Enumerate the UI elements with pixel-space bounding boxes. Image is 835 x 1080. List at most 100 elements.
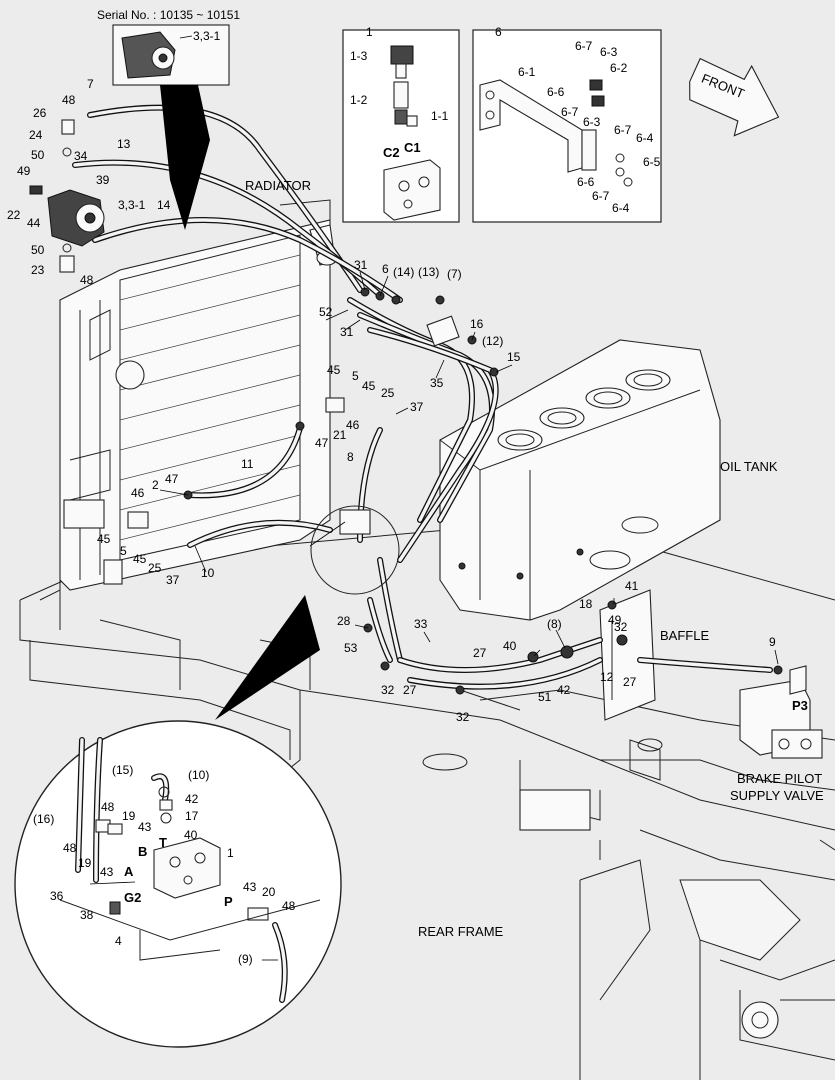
detail-label-19: 4 xyxy=(115,934,122,948)
oil-tank-label: OIL TANK xyxy=(720,459,778,474)
detail-label-11: T xyxy=(159,835,167,850)
label-pump-8: 39 xyxy=(96,173,110,187)
callout-4: (7) xyxy=(447,267,462,281)
callout-43: 49 xyxy=(608,613,622,627)
box6-part-h: 6-7 xyxy=(614,123,632,137)
detail-label-2: 42 xyxy=(185,792,199,806)
box6-part-f: 6-7 xyxy=(561,105,579,119)
label-pump-1: 26 xyxy=(33,106,47,120)
detail-label-10: B xyxy=(138,844,147,859)
oil-tank-drawing xyxy=(439,339,721,621)
callout-3: (13) xyxy=(418,265,439,279)
detail-label-0: (15) xyxy=(112,763,133,777)
radiator-label: RADIATOR xyxy=(245,178,311,193)
callout-41: 41 xyxy=(625,579,639,593)
callout-26: 45 xyxy=(133,552,147,566)
front-arrow: FRONT xyxy=(689,57,780,137)
callout-36: 32 xyxy=(456,710,470,724)
callout-8: (12) xyxy=(482,334,503,348)
callout-33: 27 xyxy=(473,646,487,660)
callout-40: 42 xyxy=(557,683,571,697)
label-pump-14: 23 xyxy=(31,263,45,277)
pump-assembly xyxy=(29,119,105,273)
detail-label-15: A xyxy=(124,864,134,879)
p3-label: P3 xyxy=(792,698,808,713)
leader-lines xyxy=(159,271,779,665)
label-pump-7: 49 xyxy=(17,164,31,178)
box6-part-a: 6-7 xyxy=(575,39,593,53)
callout-9: 35 xyxy=(430,376,444,390)
callout-46: 27 xyxy=(623,675,637,689)
label-pump-9: 22 xyxy=(7,208,21,222)
detail-label-17: G2 xyxy=(124,890,141,905)
box1-number: 1 xyxy=(366,25,373,39)
label-pump-6: 34 xyxy=(74,149,88,163)
callout-2: (14) xyxy=(393,265,414,279)
label-pump-3: 24 xyxy=(29,128,43,142)
box1-part-1-2: 1-2 xyxy=(350,93,368,107)
callout-21: 2 xyxy=(152,478,159,492)
rear-frame-label: REAR FRAME xyxy=(418,924,504,939)
rear-frame-drawing xyxy=(19,519,835,1080)
brake-valve-label-1: BRAKE PILOT xyxy=(737,771,822,786)
label-pump-11: 3,3-1 xyxy=(118,198,146,212)
callout-23: 46 xyxy=(131,486,145,500)
callout-37: 40 xyxy=(503,639,517,653)
detail-label-4: 40 xyxy=(184,828,198,842)
serial-inset: Serial No. : 10135 ~ 10151 3,3-1 xyxy=(97,8,240,230)
box1-port-c1: C1 xyxy=(404,140,421,155)
box6-part-b: 6-3 xyxy=(600,45,618,59)
label-pump-15: 48 xyxy=(80,273,94,287)
callout-29: 10 xyxy=(201,566,215,580)
callout-17: 47 xyxy=(315,436,329,450)
callout-22: 47 xyxy=(165,472,179,486)
callout-19: 8 xyxy=(347,450,354,464)
brake-valve-label-2: SUPPLY VALVE xyxy=(730,788,824,803)
callout-35: 27 xyxy=(403,683,417,697)
detail-label-3: 17 xyxy=(185,809,199,823)
baffle-drawing xyxy=(599,589,656,721)
callout-15: 37 xyxy=(410,400,424,414)
callout-38: (8) xyxy=(547,617,562,631)
callout-18: 21 xyxy=(333,428,347,442)
callout-12: 5 xyxy=(352,369,359,383)
box6-part-d: 6-1 xyxy=(518,65,536,79)
callout-10: 15 xyxy=(507,350,521,364)
callout-27: 25 xyxy=(148,561,162,575)
brake-pilot-supply-valve-drawing xyxy=(739,665,823,759)
callout-42: 18 xyxy=(579,597,593,611)
hose-callouts: 31 6 (14) (13) (7) 52 31 16 (12) 35 15 4… xyxy=(97,258,776,724)
callout-31: 53 xyxy=(344,641,358,655)
callout-44: 32 xyxy=(614,620,628,634)
callout-6: 31 xyxy=(340,325,354,339)
box1-part-1-3: 1-3 xyxy=(350,49,368,63)
detail-label-5: (16) xyxy=(33,812,54,826)
callout-11: 45 xyxy=(327,363,341,377)
callout-28: 37 xyxy=(166,573,180,587)
detail-label-12: 1 xyxy=(227,846,234,860)
callout-7: 16 xyxy=(470,317,484,331)
detail-label-16: 36 xyxy=(50,889,64,903)
label-pump-13: 50 xyxy=(31,243,45,257)
callout-25: 5 xyxy=(120,544,127,558)
label-pump-10: 44 xyxy=(27,216,41,230)
detail-label-14: 43 xyxy=(100,865,114,879)
callout-24: 45 xyxy=(97,532,111,546)
label-pump-4: 13 xyxy=(117,137,131,151)
label-pump-5: 50 xyxy=(31,148,45,162)
box6-part-i: 6-4 xyxy=(636,131,654,145)
box6-number: 6 xyxy=(495,25,502,39)
callout-1: 6 xyxy=(382,262,389,276)
detail-label-18: 38 xyxy=(80,908,94,922)
callout-39: 51 xyxy=(538,690,552,704)
detail-label-13: 19 xyxy=(78,856,92,870)
callout-5: 52 xyxy=(319,305,333,319)
callout-14: 25 xyxy=(381,386,395,400)
callout-32: 33 xyxy=(414,617,428,631)
detail-callout: (15) (10) 42 17 40 (16) 48 19 43 48 B T … xyxy=(14,595,342,1048)
detail-label-6: 48 xyxy=(101,800,115,814)
box6-part-m: 6-4 xyxy=(612,201,630,215)
detail-label-7: 19 xyxy=(122,809,136,823)
detail-label-1: (10) xyxy=(188,768,209,782)
detail-label-9: 48 xyxy=(63,841,77,855)
